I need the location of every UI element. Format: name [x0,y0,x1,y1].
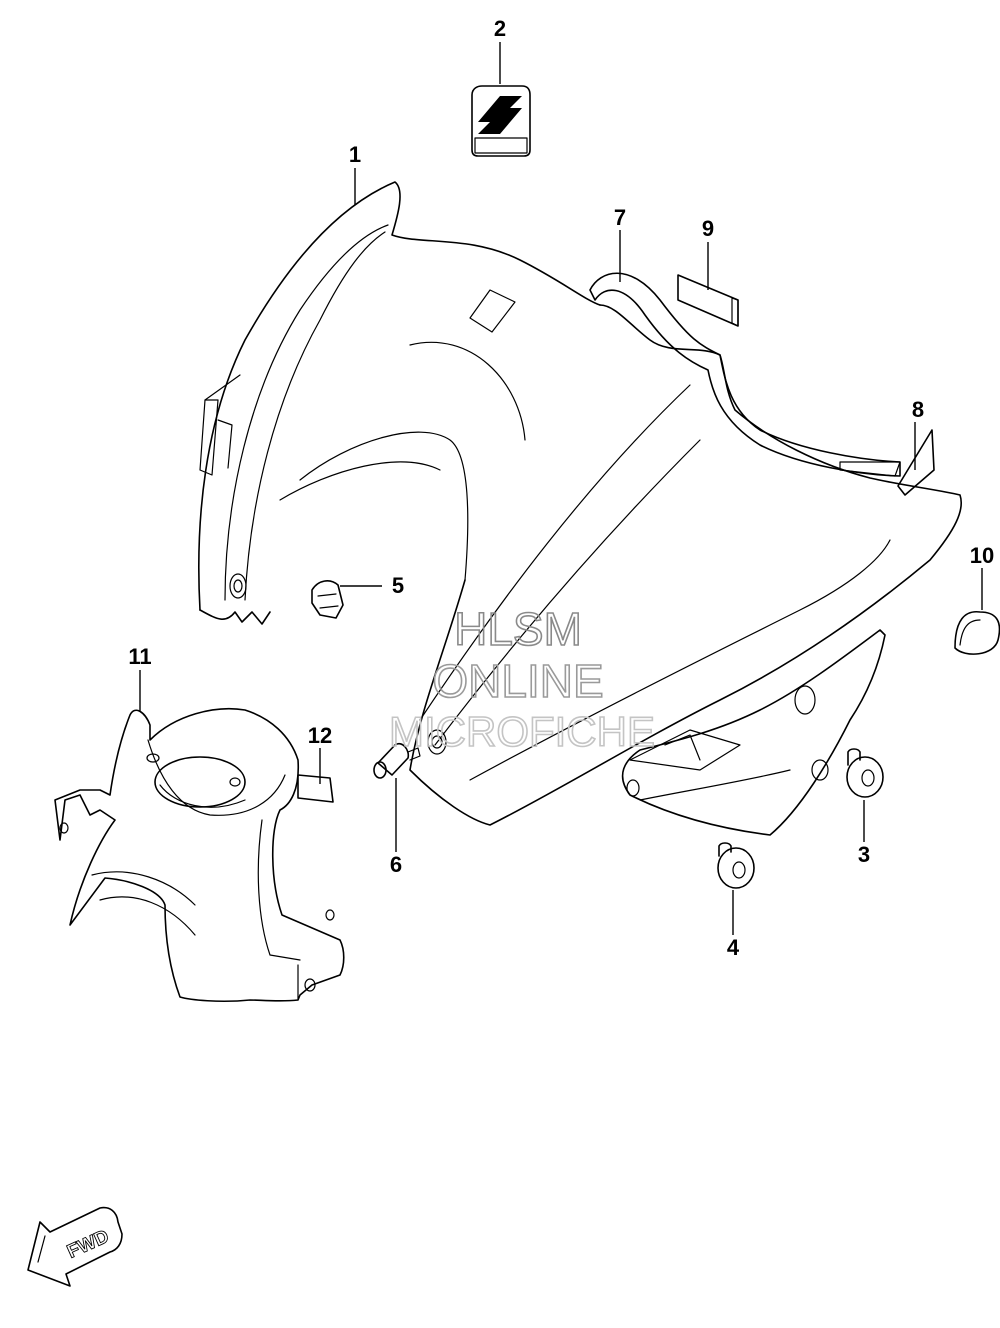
callout-12: 12 [308,723,332,748]
leader-lines [139,42,983,935]
callout-5: 5 [392,573,404,598]
part-11-inner-cover[interactable] [54,707,345,1003]
callout-1: 1 [349,142,361,167]
callout-10: 10 [970,543,994,568]
watermark: HLSM ONLINE MICROFICHE [388,602,656,756]
part-8-cushion[interactable] [897,429,935,496]
callout-6: 6 [390,852,402,877]
callout-8: 8 [912,397,924,422]
part-1-cowling-body[interactable] [198,181,962,836]
forward-arrow-icon [27,1206,123,1287]
watermark-line-3: MICROFICHE [389,708,655,755]
callout-11: 11 [128,644,151,669]
part-6-rivet[interactable] [373,742,421,779]
suzuki-logo-icon [478,96,522,134]
part-7-trim-strip[interactable] [589,272,901,477]
part-9-cushion-pad[interactable] [677,274,739,327]
part-5-clip[interactable] [311,580,344,619]
fwd-direction-marker: FWD [27,1206,123,1287]
part-4-fastener[interactable] [717,842,755,889]
part-3-fastener[interactable] [846,748,884,798]
part-10-cap[interactable] [954,611,1000,655]
callout-4: 4 [727,935,740,960]
callout-numbers: 2 1 7 9 8 10 5 11 12 6 3 4 [128,16,994,960]
watermark-line-1: HLSM [454,603,582,655]
fwd-text: FWD [64,1226,112,1263]
callout-9: 9 [702,216,714,241]
watermark-line-2: ONLINE [432,655,603,707]
callout-2: 2 [494,16,506,41]
part-2-suzuki-emblem[interactable]: SUZUKI [471,85,531,157]
callout-7: 7 [614,205,626,230]
part-12-pad[interactable] [297,774,334,803]
callout-3: 3 [858,842,870,867]
emblem-text: SUZUKI [481,141,522,153]
